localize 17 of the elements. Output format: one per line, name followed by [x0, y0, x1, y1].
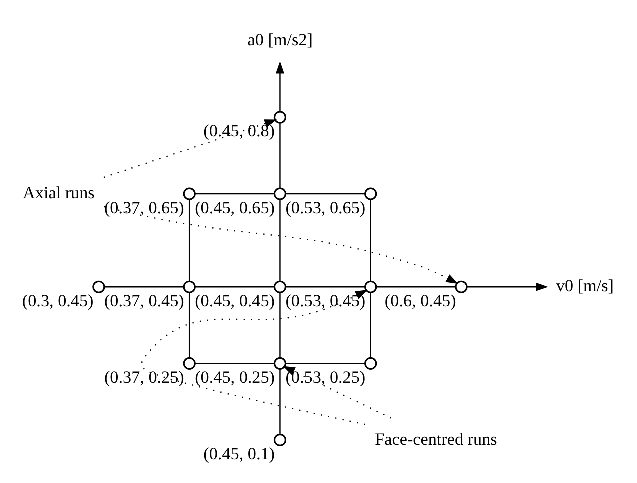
node-label: (0.45, 0.8) [204, 122, 276, 141]
node-label: (0.45, 0.45) [195, 291, 276, 310]
node-text: Axial runs [23, 184, 95, 203]
node-text: a0 [m/s2] [248, 30, 313, 50]
node-label: (0.53, 0.65) [286, 198, 366, 218]
node-label: (0.3, 0.45) [22, 291, 94, 310]
node-text: v0 [m/s] [556, 276, 614, 296]
node-label: (0.37, 0.65) [104, 198, 184, 218]
node-label: (0.45, 0.1) [204, 444, 276, 464]
node-label: (0.45, 0.25) [195, 368, 276, 387]
node-label: (0.37, 0.25) [104, 368, 184, 387]
node-label: (0.45, 0.65) [195, 198, 276, 218]
node-label: (0.37, 0.45) [104, 291, 184, 310]
node-label: (0.53, 0.25) [286, 368, 366, 387]
node-label: (0.53, 0.45) [286, 291, 366, 310]
node-label: (0.6, 0.45) [384, 291, 456, 310]
node-text: Face-centred runs [375, 430, 498, 449]
